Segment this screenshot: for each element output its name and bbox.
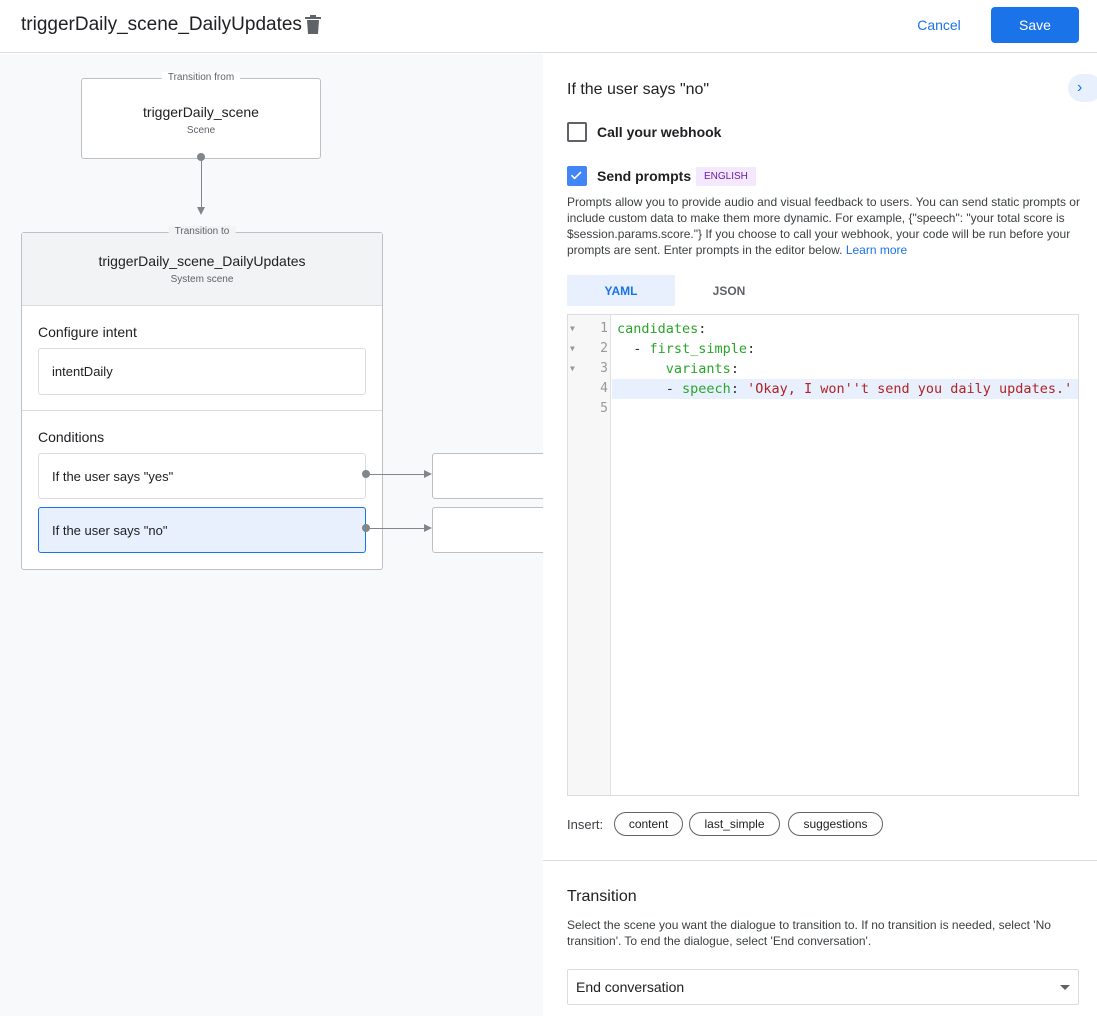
scene-canvas: Transition from triggerDaily_scene Scene… (0, 54, 543, 1016)
conditions-heading: Conditions (38, 429, 105, 445)
trash-icon[interactable] (305, 15, 321, 34)
line-number: 1 (600, 321, 608, 336)
code-punct: : (747, 341, 756, 357)
arrow-right-icon (424, 524, 432, 532)
language-badge: ENGLISH (696, 167, 756, 186)
transition-from-node[interactable]: Transition from triggerDaily_scene Scene (81, 72, 321, 159)
webhook-label: Call your webhook (597, 124, 722, 140)
target-node-yes[interactable] (432, 453, 543, 499)
tab-yaml[interactable]: YAML (567, 275, 675, 306)
code-editor[interactable]: ▼ 1 ▼ 2 ▼ 3 4 5 candidates: - first_simple:… (567, 314, 1079, 796)
panel-heading: If the user says "no" (567, 81, 710, 98)
line-number: 4 (600, 381, 608, 396)
condition-yes[interactable]: If the user says "yes" (38, 453, 366, 499)
connector-line (366, 474, 426, 475)
node-label: Transition from (161, 72, 241, 83)
node-title: triggerDaily_scene_DailyUpdates (98, 253, 306, 269)
collapse-panel-button[interactable]: › (1068, 74, 1097, 102)
insert-label: Insert: (567, 817, 604, 832)
code-punct: - (617, 341, 650, 357)
code-line: variants: (612, 359, 1078, 379)
learn-more-link[interactable]: Learn more (845, 243, 908, 257)
node-label: Transition to (168, 226, 236, 237)
selected-value: End conversation (576, 979, 685, 995)
transition-heading: Transition (567, 888, 637, 905)
code-punct: : (730, 361, 739, 377)
connector-line (366, 528, 426, 529)
fold-icon[interactable]: ▼ (570, 364, 575, 373)
description-text: Prompts allow you to provide audio and v… (567, 195, 1080, 257)
arrow-down-icon (197, 207, 205, 215)
insert-chip-suggestions[interactable]: suggestions (788, 812, 883, 836)
transition-select[interactable]: End conversation (567, 969, 1079, 1005)
code-key: first_simple (649, 341, 748, 357)
code-key: variants (665, 361, 731, 377)
fold-icon[interactable]: ▼ (570, 324, 575, 333)
node-subtitle: System scene (170, 274, 234, 285)
detail-panel: › If the user says "no" Call your webhoo… (543, 54, 1097, 1016)
line-number: 3 (600, 361, 608, 376)
fold-icon[interactable]: ▼ (570, 344, 575, 353)
code-punct: : (698, 321, 707, 337)
node-subtitle: Scene (186, 125, 216, 136)
code-key: candidates (617, 321, 699, 337)
insert-chip-content[interactable]: content (614, 812, 683, 836)
target-node-no[interactable] (432, 507, 543, 553)
transition-description: Select the scene you want the dialogue t… (567, 918, 1051, 948)
condition-no[interactable]: If the user says "no" (38, 507, 366, 553)
code-string: 'Okay, I won''t send you daily updates.' (747, 381, 1073, 397)
editor-gutter (568, 315, 611, 795)
code-punct: - (617, 381, 683, 397)
divider (22, 410, 382, 411)
webhook-checkbox[interactable] (567, 122, 587, 142)
code-line: candidates: (612, 319, 1078, 339)
line-number: 2 (600, 341, 608, 356)
line-number: 5 (600, 401, 608, 416)
dropdown-arrow-icon (1060, 985, 1070, 990)
divider (543, 860, 1097, 861)
insert-chip-last-simple[interactable]: last_simple (689, 812, 780, 836)
prompts-description: Prompts allow you to provide audio and v… (567, 194, 1087, 258)
intent-box[interactable]: intentDaily (38, 348, 366, 395)
code-punct: : (730, 381, 739, 397)
cancel-button[interactable]: Cancel (904, 8, 974, 42)
intent-heading: Configure intent (38, 324, 137, 340)
header: triggerDaily_scene_DailyUpdates Cancel S… (0, 0, 1097, 53)
node-title: triggerDaily_scene (143, 104, 259, 120)
page-title: triggerDaily_scene_DailyUpdates (21, 14, 302, 35)
send-prompts-label: Send prompts (597, 168, 692, 184)
save-button[interactable]: Save (991, 7, 1079, 43)
code-line-active: - speech: 'Okay, I won''t send you daily… (612, 379, 1078, 399)
code-line: - first_simple: (612, 339, 1078, 359)
arrow-right-icon (424, 470, 432, 478)
connector-line (201, 157, 202, 207)
check-icon (570, 171, 582, 180)
transition-to-node: Transition to triggerDaily_scene_DailyUp… (21, 226, 383, 570)
tab-json[interactable]: JSON (712, 283, 746, 298)
send-prompts-checkbox[interactable] (567, 166, 587, 186)
code-key: speech (682, 381, 731, 397)
